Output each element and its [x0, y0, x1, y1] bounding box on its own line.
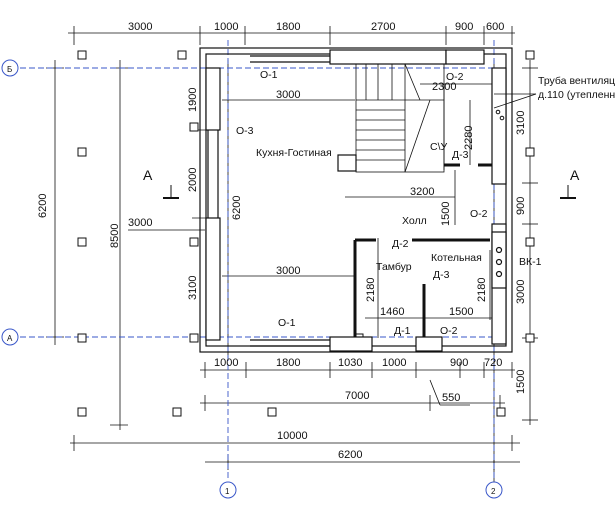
room-bathroom: С\У — [430, 141, 448, 153]
dim-left-1900: 1900 — [187, 88, 199, 112]
dim-int-6200: 6200 — [231, 196, 243, 220]
section-marks — [163, 185, 576, 199]
axis-bubble-2 — [485, 481, 503, 499]
axis-bubble-b — [1, 59, 19, 77]
room-kitchen-living: Кухня-Гостиная — [256, 147, 332, 159]
dim-top-5: 900 — [455, 21, 473, 33]
top-dimensions: 3000 1000 1800 2700 900 600 — [128, 21, 504, 33]
dim-int-3200: 3200 — [410, 186, 434, 198]
foundation-piles — [77, 50, 535, 417]
window-tag-o2-bottom: О-2 — [440, 325, 458, 337]
section-label-left: А — [143, 167, 153, 183]
room-vestibule: Тамбур — [376, 261, 412, 273]
dim-top-6: 600 — [486, 21, 504, 33]
dim-bot-900: 900 — [450, 357, 468, 369]
opening-labels: О-1 О-2 О-3 О-1 О-2 О-2 Д-3 Д-2 Д-3 Д-1 … — [236, 69, 542, 337]
axis-bubble-1 — [219, 481, 237, 499]
dim-int-2180-b: 2180 — [476, 278, 488, 302]
dim-bot-550: 550 — [442, 392, 460, 404]
dim-right-3100: 3100 — [515, 111, 527, 135]
right-dimensions: 3100 900 3000 1500 — [515, 111, 527, 394]
window-tag-o3: О-3 — [236, 125, 254, 137]
dim-top-3: 1800 — [276, 21, 300, 33]
vk-tag: ВК-1 — [519, 256, 542, 268]
dim-int-2180-a: 2180 — [365, 278, 377, 302]
interior-dimensions: 3000 3000 3000 3200 2300 1460 1500 6200 … — [128, 81, 488, 318]
dim-right-3000: 3000 — [515, 280, 527, 304]
dim-bot-720: 720 — [484, 357, 502, 369]
axis-bubble-a — [1, 328, 19, 346]
window-tag-o2-top: О-2 — [446, 71, 464, 83]
dim-int-3000-c: 3000 — [128, 217, 152, 229]
dim-left-3100: 3100 — [187, 276, 199, 300]
staircase — [355, 63, 445, 173]
dim-bot-1800: 1800 — [276, 357, 300, 369]
dim-int-3000-b: 3000 — [276, 265, 300, 277]
door-tag-d1: Д-1 — [394, 325, 411, 337]
dim-int-1500: 1500 — [449, 306, 473, 318]
dim-left-2000: 2000 — [187, 168, 199, 192]
dim-left-6200: 6200 — [37, 194, 49, 218]
door-tag-d3-boiler: Д-3 — [433, 269, 450, 281]
bottom-dimensions: 1000 1800 1030 1000 900 720 7000 550 100… — [214, 357, 502, 461]
dim-bot-1000a: 1000 — [214, 357, 238, 369]
dim-int-3000-a: 3000 — [276, 89, 300, 101]
dim-right-900: 900 — [515, 197, 527, 215]
axis-label-b: Б — [7, 65, 12, 74]
dim-top-2: 1000 — [214, 21, 238, 33]
vent-note-line2: д.110 (утепленная) — [538, 89, 615, 101]
dim-int-2300: 2300 — [432, 81, 456, 93]
axis-bubbles — [1, 59, 503, 499]
window-tag-o1-top: О-1 — [260, 69, 278, 81]
walls — [199, 47, 513, 353]
left-dimensions: 6200 8500 1900 2000 3100 — [37, 88, 199, 300]
dim-bot-6200: 6200 — [338, 449, 362, 461]
dim-left-8500: 8500 — [109, 224, 121, 248]
axis-label-2: 2 — [491, 487, 496, 496]
room-hall: Холл — [402, 215, 427, 227]
dim-right-1500: 1500 — [515, 370, 527, 394]
section-label-right: А — [570, 167, 580, 183]
dim-int-1500v: 1500 — [440, 202, 452, 226]
dim-top-1: 3000 — [128, 21, 152, 33]
dim-int-1460: 1460 — [380, 306, 404, 318]
window-tag-o1-bottom: О-1 — [278, 317, 296, 329]
dim-bot-10000: 10000 — [277, 430, 308, 442]
door-tag-d2: Д-2 — [392, 238, 409, 250]
dim-int-2280: 2280 — [463, 126, 475, 150]
dim-bot-1000b: 1000 — [382, 357, 406, 369]
vent-note: Труба вентиляции д.110 (утепленная) — [493, 75, 615, 121]
axis-label-1: 1 — [225, 487, 230, 496]
window-tag-o2-hall: О-2 — [470, 208, 488, 220]
vent-note-line1: Труба вентиляции — [538, 75, 615, 87]
room-boiler: Котельная — [431, 252, 482, 264]
axis-label-a: А — [7, 334, 13, 343]
room-labels: Кухня-Гостиная С\У Холл Тамбур Котельная — [256, 141, 482, 273]
dim-top-4: 2700 — [371, 21, 395, 33]
dim-bot-7000: 7000 — [345, 390, 369, 402]
dim-bot-1030: 1030 — [338, 357, 362, 369]
door-tag-d3-bath: Д-3 — [452, 149, 469, 161]
